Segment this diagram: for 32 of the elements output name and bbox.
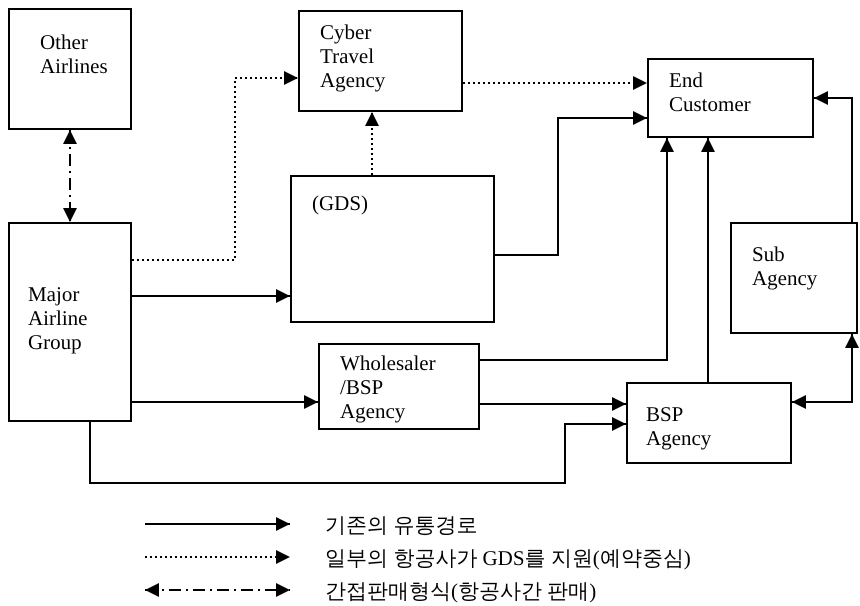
arrow: [63, 130, 77, 222]
arrow: [480, 397, 626, 411]
arrow: [132, 289, 290, 303]
arrow: [480, 138, 674, 361]
arrow: [132, 395, 318, 409]
legend-text: 간접판매형식(항공사간 판매): [325, 578, 596, 605]
arrow: [365, 112, 379, 175]
process-box: [647, 58, 814, 138]
process-box: [298, 10, 463, 112]
arrow: [463, 76, 647, 90]
process-box: [318, 343, 480, 430]
process-box: [626, 382, 792, 464]
process-box: [730, 222, 858, 334]
arrow: [792, 334, 859, 409]
arrow: [132, 71, 298, 261]
box-label: BSP Agency: [646, 402, 712, 450]
arrow: [814, 91, 853, 222]
legend-text: 기존의 유통경로: [325, 512, 478, 539]
process-box: [8, 8, 132, 130]
box-label: Sub Agency: [752, 242, 818, 290]
box-label: (GDS): [312, 191, 369, 215]
box-label: End Customer: [669, 68, 752, 116]
arrow: [89, 417, 626, 484]
legend-text: 일부의 항공사가 GDS를 지원(예약중심): [325, 545, 691, 572]
box-label: Cyber Travel Agency: [320, 20, 386, 92]
process-box: [8, 222, 132, 422]
box-label: Wholesaler /BSP Agency: [340, 351, 437, 423]
box-label: Other Airlines: [40, 30, 109, 78]
box-label: Major Airline Group: [28, 282, 88, 354]
arrow: [701, 138, 715, 382]
process-box: [290, 175, 495, 323]
arrow: [495, 111, 647, 256]
